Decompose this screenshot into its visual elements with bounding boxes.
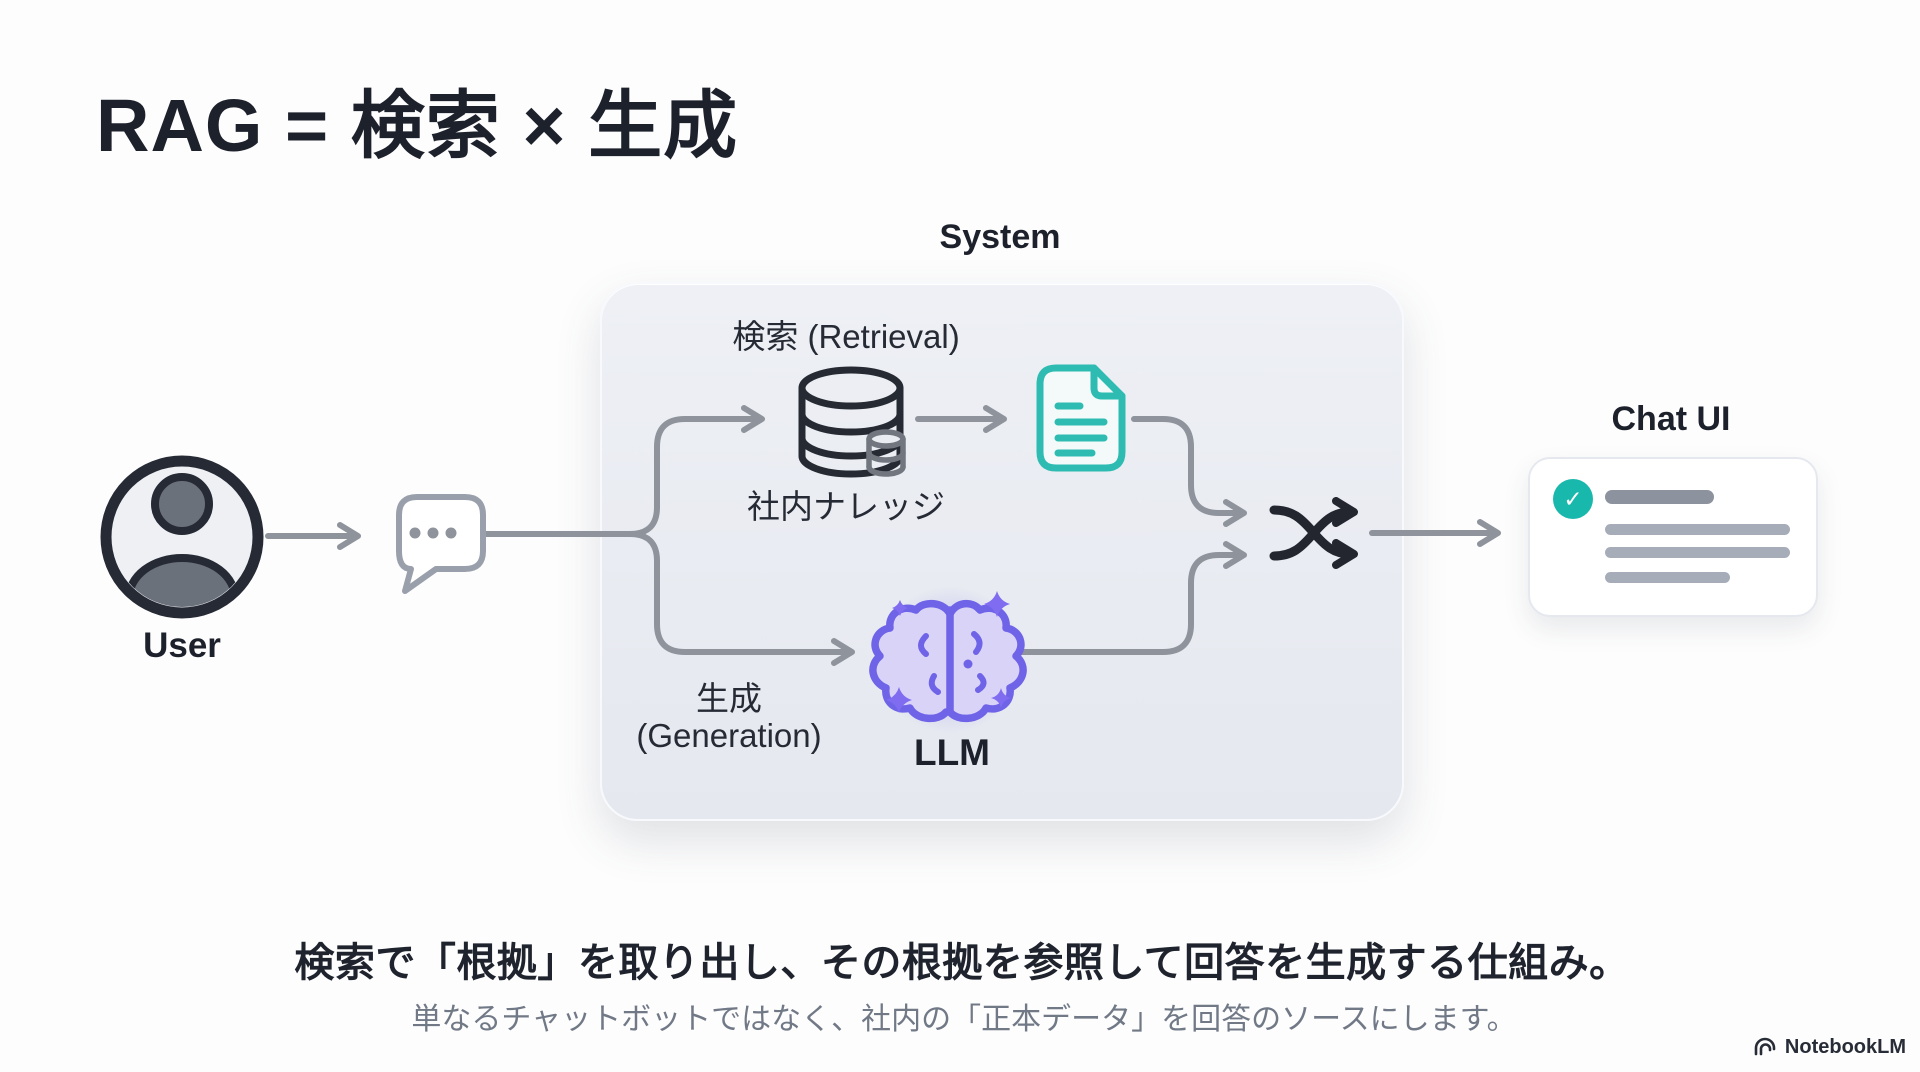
brand-name: NotebookLM xyxy=(1784,1036,1906,1058)
sparkle-icon xyxy=(886,591,1011,713)
footer-headline: 検索で「根拠」を取り出し、その根拠を参照して回答を生成する仕組み。 xyxy=(294,941,1630,985)
user-avatar-icon xyxy=(100,455,264,619)
llm-label: LLM xyxy=(913,732,991,773)
system-box-label: System xyxy=(939,218,1061,256)
knowledge-label: 社内ナレッジ xyxy=(747,488,945,525)
footer-subtext: 単なるチャットボットではなく、社内の「正本データ」を回答のソースにします。 xyxy=(411,1003,1517,1036)
chat-ui-card: ✓ xyxy=(1528,457,1818,617)
retrieval-label: 検索 (Retrieval) xyxy=(732,318,960,355)
brand-lockup: NotebookLM xyxy=(1753,1036,1906,1059)
generation-label: 生成 (Generation) xyxy=(636,680,821,754)
skeleton-line xyxy=(1605,572,1730,583)
chat-bubble-icon xyxy=(396,494,486,594)
brain-icon xyxy=(869,586,1027,734)
skeleton-line xyxy=(1605,547,1790,558)
database-icon xyxy=(798,366,906,478)
generation-label-jp: 生成 xyxy=(695,680,762,717)
page-title: RAG = 検索 × 生成 xyxy=(96,84,739,167)
system-box xyxy=(600,282,1404,821)
skeleton-line xyxy=(1605,524,1790,535)
checkmark-icon: ✓ xyxy=(1553,479,1593,519)
notebooklm-logo-icon xyxy=(1754,1037,1776,1055)
chat-ui-label: Chat UI xyxy=(1611,400,1731,438)
connector-arrows xyxy=(265,405,1501,666)
user-label: User xyxy=(143,626,221,665)
generation-label-en: (Generation) xyxy=(636,717,822,754)
skeleton-line xyxy=(1605,490,1714,504)
document-icon xyxy=(1036,364,1126,472)
shuffle-icon xyxy=(1269,497,1358,569)
